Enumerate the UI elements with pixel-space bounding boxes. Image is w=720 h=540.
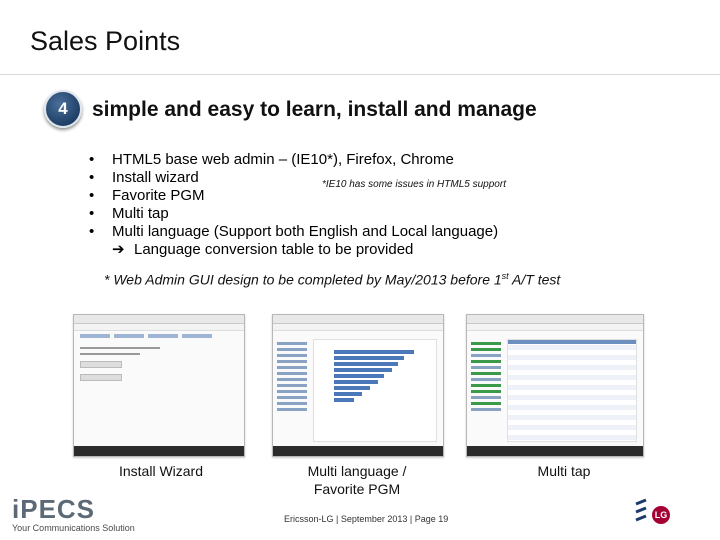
feature-item: Install wizard [86,169,498,187]
lg-icon: LG [652,506,670,524]
ie10-note: *IE10 has some issues in HTML5 support [322,179,506,190]
section-subtitle: simple and easy to learn, install and ma… [92,98,537,121]
point-number-badge: 4 [44,90,82,128]
multi-tap-screenshot [466,314,644,457]
install-wizard-screenshot [73,314,245,457]
caption-line: Multi language / [307,463,407,479]
caption-line: Multi tap [537,463,591,479]
schedule-note-text: * Web Admin GUI design to be completed b… [104,271,502,288]
footer-text: Ericsson-LG | September 2013 | Page 19 [284,514,449,524]
schedule-note-superscript: st [501,271,509,281]
schedule-note-tail: A/T test [508,271,561,288]
feature-item: Multi tap [86,205,498,223]
feature-item: Favorite PGM [86,187,498,205]
feature-item: Multi language (Support both English and… [86,223,498,241]
arrow-icon: ➔ [112,241,125,258]
caption-multi-tap: Multi tap [486,462,642,480]
ipecs-logo-text: iPECS [12,494,96,524]
schedule-note: * Web Admin GUI design to be completed b… [104,271,560,288]
sub-bullet: ➔ Language conversion table to be provid… [86,241,498,259]
caption-line: Install Wizard [118,463,204,479]
caption-line: Favorite PGM [313,481,401,497]
slide-title: Sales Points [30,26,181,56]
ipecs-tagline: Your Communications Solution [12,523,135,533]
feature-list: HTML5 base web admin – (IE10*), Firefox,… [86,151,498,259]
ipecs-logo: iPECS Your Communications Solution [12,494,135,533]
caption-install-wizard: Install Wizard [80,462,242,480]
multi-language-screenshot [272,314,444,457]
title-divider [0,74,720,75]
caption-multi-language: Multi language / Favorite PGM [272,462,442,498]
ericsson-icon [635,498,647,522]
sub-bullet-text: Language conversion table to be provided [134,241,414,258]
feature-item: HTML5 base web admin – (IE10*), Firefox,… [86,151,498,169]
ericsson-lg-logo: LG [632,490,712,530]
